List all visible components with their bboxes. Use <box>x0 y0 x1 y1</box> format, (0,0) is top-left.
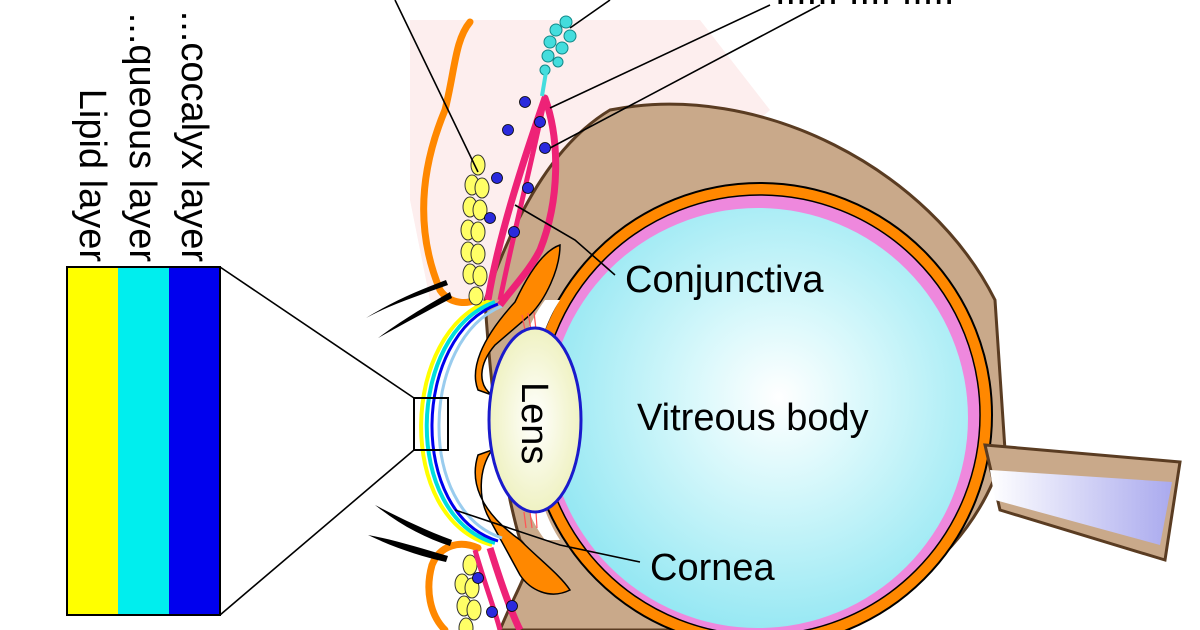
lacrimal-duct <box>540 71 548 97</box>
lacrimal-gland <box>539 15 577 76</box>
cornea <box>437 304 503 540</box>
optic-nerve <box>990 470 1172 545</box>
tear-film-band-2 <box>169 267 220 615</box>
conjunctiva-lower-inner <box>472 549 503 630</box>
tear-film-outline <box>66 266 221 616</box>
conjunctiva-lower <box>486 546 524 630</box>
lens <box>487 326 583 514</box>
upper-eyelid <box>420 18 482 306</box>
eyelashes <box>366 280 452 562</box>
layer-label-lipid: Lipid layer <box>71 89 113 263</box>
label-cornea: Cornea <box>650 547 775 589</box>
layer-label-glycocalyx: ...cocalyx layer <box>173 11 215 263</box>
tear-film-magnified <box>67 267 220 615</box>
lower-eyelid <box>425 540 482 630</box>
label-conjunctiva: Conjunctiva <box>625 259 824 301</box>
conjunctiva-upper <box>484 94 560 308</box>
label-lens: Lens <box>513 382 555 464</box>
goblet-cells <box>472 96 551 618</box>
meibomian-gland-upper <box>460 154 490 306</box>
layer-label-aqueous: ...queous layer <box>121 13 163 263</box>
top-clipped-label: ...... .... ..... <box>775 0 954 13</box>
cornea-tear-glycocalyx <box>430 302 499 543</box>
vitreous-body <box>548 208 968 628</box>
label-vitreous-body: Vitreous body <box>637 397 869 439</box>
magnify-source-box <box>413 397 449 451</box>
tear-film-band-0 <box>67 267 118 615</box>
cornea-tear-lipid <box>419 298 493 547</box>
ciliary-body-lower <box>474 448 572 595</box>
meibomian-gland-lower <box>454 554 482 630</box>
tear-film-band-1 <box>118 267 169 615</box>
cornea-tear-aqueous <box>424 300 496 545</box>
ciliary-body-upper <box>474 243 561 396</box>
